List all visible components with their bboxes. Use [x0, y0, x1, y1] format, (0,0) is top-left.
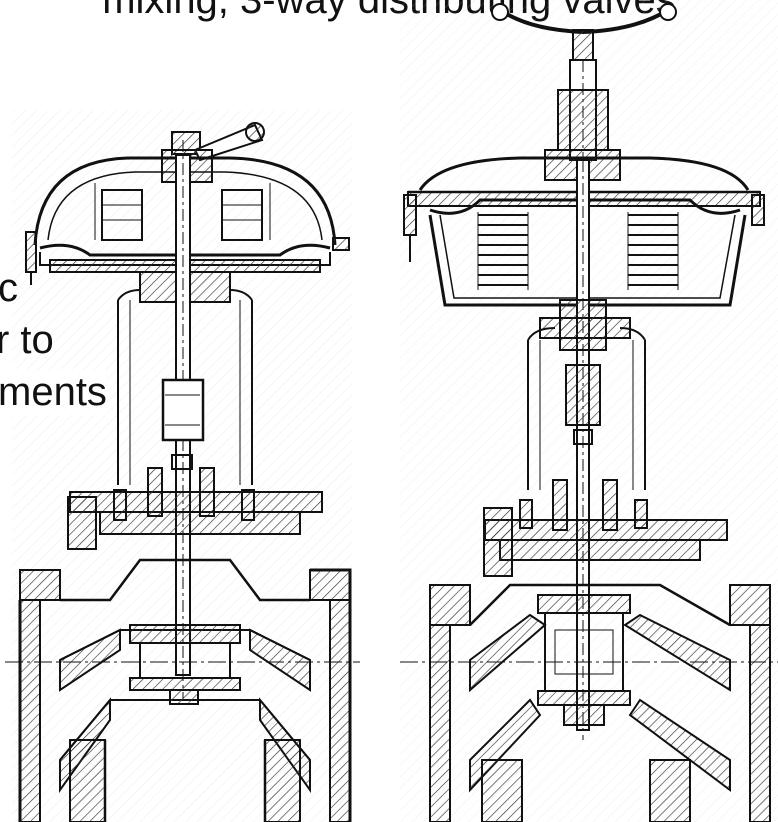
- body-fragment: r to: [0, 318, 54, 362]
- left-valve-drawing: [5, 122, 360, 822]
- right-valve-drawing: [400, 3, 778, 822]
- body-text-line-1: c: [0, 266, 18, 311]
- body-fragment: ments: [0, 370, 107, 415]
- body-fragment: c: [0, 266, 18, 310]
- body-text-line-3: ments: [0, 370, 107, 415]
- body-text-line-2: r to: [0, 318, 54, 363]
